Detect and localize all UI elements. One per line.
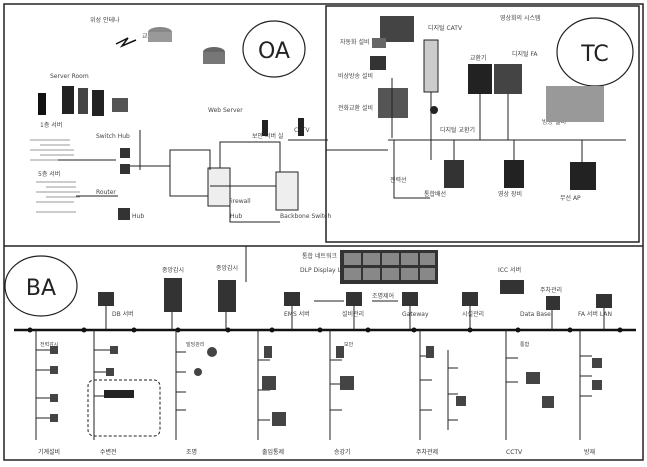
svg-text:OA: OA bbox=[258, 39, 290, 64]
tc-text: 전력선 bbox=[390, 176, 407, 184]
network-label: 통합 네트워크 bbox=[302, 252, 338, 260]
outer-frame bbox=[4, 4, 643, 460]
ba-bottom-text: 방재 bbox=[584, 448, 595, 456]
pc-icon bbox=[120, 148, 130, 158]
image-icon bbox=[378, 88, 408, 118]
device-icon bbox=[468, 64, 492, 94]
rack-icon bbox=[424, 40, 438, 92]
pc-icon bbox=[370, 56, 386, 70]
ba-bottom-text: 보안 bbox=[344, 341, 354, 348]
ba-section-label: BA bbox=[5, 256, 77, 316]
ba-top-text: 시설관리 bbox=[462, 310, 484, 318]
device-icon bbox=[504, 160, 524, 188]
ba-bottom-text: 통합 bbox=[520, 341, 530, 348]
oa-section-label: OA bbox=[243, 21, 305, 77]
ba-bottom-text: 기계설비 bbox=[38, 448, 60, 456]
device-icon bbox=[372, 38, 386, 48]
oa-text: Web Server bbox=[208, 107, 243, 114]
tc-text: 디지털 CATV bbox=[428, 24, 463, 32]
tc-text: 비상방송 설비 bbox=[338, 72, 373, 80]
subsystem-device-icons bbox=[50, 346, 602, 426]
tc-section-label: TC bbox=[557, 18, 633, 86]
device-icon bbox=[494, 64, 522, 94]
svg-text:TC: TC bbox=[580, 42, 609, 67]
ba-top-text: 설비관리 bbox=[342, 310, 364, 318]
pc-icon bbox=[118, 208, 130, 220]
ba-bottom-text: 조명 bbox=[186, 448, 197, 456]
ba-top-text: 주차관리 bbox=[540, 286, 562, 294]
oa-text: Firewall bbox=[228, 198, 251, 205]
server-icon bbox=[78, 88, 88, 114]
ba-bottom-text: 주차관제 bbox=[416, 448, 438, 456]
device-icon bbox=[444, 160, 464, 188]
pc-icon bbox=[120, 164, 130, 174]
ba-bottom-text: 빌딩관리 bbox=[186, 341, 204, 348]
grouped-devices-box bbox=[88, 380, 160, 436]
tc-text: 전화교환 설비 bbox=[338, 104, 373, 112]
tc-text: 디지털 FA bbox=[512, 50, 538, 58]
ba-bottom-text: 출입통제 bbox=[262, 448, 284, 456]
device-icon bbox=[262, 120, 268, 136]
tc-text: 디지털 교환기 bbox=[440, 126, 475, 134]
oa-text: Hub bbox=[230, 213, 242, 220]
wireless-icon bbox=[116, 38, 136, 46]
subsystem-links bbox=[36, 330, 592, 440]
device-icon bbox=[104, 390, 134, 398]
oa-text: 위성 안테나 bbox=[90, 16, 120, 24]
ba-top-text: EMS 서버 bbox=[284, 310, 310, 318]
ba-top-text: Data Base bbox=[520, 311, 551, 318]
ba-top-text: DB 서버 bbox=[112, 310, 134, 318]
device-icon bbox=[570, 162, 596, 190]
ba-top-text: FA 서버 LAN bbox=[578, 310, 612, 318]
tc-text: 자동화 설비 bbox=[340, 38, 370, 46]
ba-top-text: 중앙감시 bbox=[216, 264, 238, 272]
map-icon bbox=[546, 86, 604, 122]
ba-top-text: 조명제어 bbox=[372, 292, 394, 300]
ba-bottom-text: 전력감시 bbox=[40, 341, 58, 348]
oa-text: Router bbox=[96, 189, 116, 196]
ba-region: DB 서버 중앙감시 중앙감시 EMS 서버 DLP Display Unit … bbox=[14, 246, 636, 456]
tc-text: 영상회의 시스템 bbox=[500, 14, 541, 22]
ba-top-text: Gateway bbox=[402, 311, 429, 318]
svg-text:BA: BA bbox=[26, 276, 56, 301]
oa-text: Server Room bbox=[50, 73, 89, 80]
tc-text: 무선 AP bbox=[560, 194, 581, 202]
server-icon bbox=[92, 90, 104, 116]
switch-icon bbox=[208, 168, 230, 206]
oa-text: Switch Hub bbox=[96, 133, 130, 140]
server-icon bbox=[62, 86, 74, 114]
server-icon bbox=[38, 93, 46, 115]
oa-text: Backbone Switch bbox=[280, 213, 331, 220]
ba-bottom-text: 승강기 bbox=[334, 448, 351, 456]
printer-icon bbox=[112, 98, 128, 112]
oa-text: 5층 서버 bbox=[38, 170, 60, 178]
ba-bottom-text: CCTV bbox=[506, 449, 523, 456]
tc-text: 교환기 bbox=[470, 54, 487, 62]
ba-top-text: 중앙감시 bbox=[162, 266, 184, 274]
oa-text: 1층 서버 bbox=[40, 121, 62, 129]
tc-text: 통합배선 bbox=[424, 190, 446, 198]
device-icon bbox=[298, 118, 304, 136]
ba-top-text: ICC 서버 bbox=[498, 266, 521, 274]
ba-bottom-text: 수변전 bbox=[100, 448, 117, 456]
tc-text: 영상 장비 bbox=[498, 190, 522, 198]
oa-text: Hub bbox=[132, 213, 144, 220]
switch-icon bbox=[276, 172, 298, 210]
